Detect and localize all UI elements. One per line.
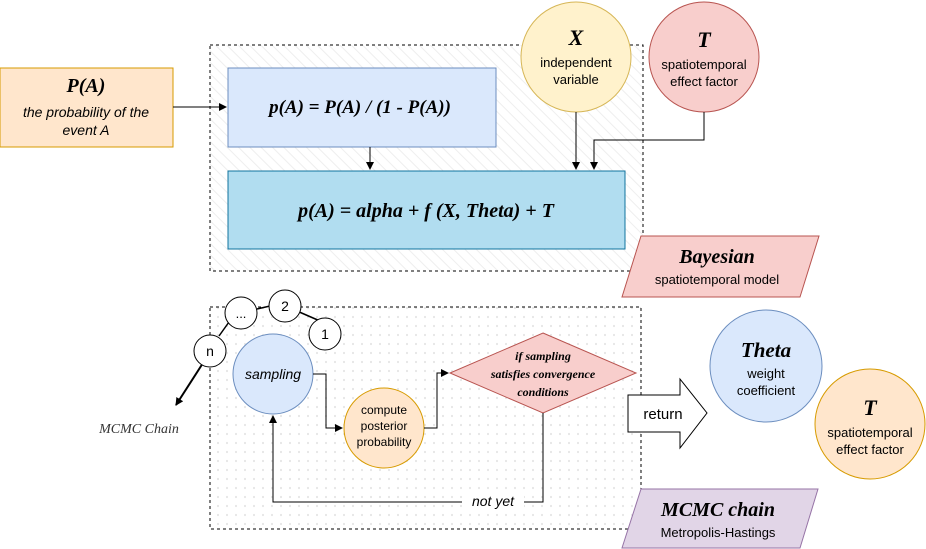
compute-line-3: probability (357, 435, 412, 449)
t-bottom-line-1: spatiotemporal (827, 425, 912, 440)
condition-line-3: conditions (517, 385, 569, 399)
bayesian-label: Bayesian spatiotemporal model (621, 235, 820, 298)
x-title: X (568, 25, 585, 50)
chain-node-dots: ... (224, 296, 258, 330)
mcmc-side-label: MCMC Chain (98, 422, 179, 437)
mcmc-title: MCMC chain (660, 499, 775, 521)
mcmc-subtitle: Metropolis-Hastings (661, 525, 776, 540)
theta-title: Theta (741, 338, 791, 362)
t-bottom-line-2: effect factor (836, 442, 904, 457)
arrow-not-yet-loop (269, 413, 544, 503)
t-bottom-title: T (863, 395, 878, 420)
compute-line-1: compute (361, 403, 407, 417)
compute-line-2: posterior (361, 419, 408, 433)
chain-2-label: 2 (281, 298, 289, 314)
t-circle-top: T spatiotemporal effect factor (648, 1, 760, 113)
bayesian-title: Bayesian (678, 246, 755, 268)
theta-line-1: weight (746, 366, 785, 381)
not-yet-label-bg (462, 492, 524, 510)
chain-n-label: n (206, 343, 214, 359)
probability-line-2: event A (63, 122, 110, 138)
chain-dots-label: ... (236, 306, 247, 321)
chain-node-n: n (193, 334, 227, 368)
not-yet-label: not yet (472, 493, 515, 509)
model-formula: p(A) = alpha + f (X, Theta) + T (296, 200, 555, 222)
t-top-line-2: effect factor (670, 74, 738, 89)
return-label: return (643, 406, 682, 423)
chain-link-1-2 (296, 310, 321, 322)
theta-line-2: coefficient (737, 383, 796, 398)
x-line-1: independent (540, 55, 612, 70)
chain-link-2-dots (256, 305, 271, 310)
t-circle-bottom: T spatiotemporal effect factor (814, 368, 926, 480)
bayesian-subtitle: spatiotemporal model (655, 272, 779, 287)
odds-formula: p(A) = P(A) / (1 - P(A)) (267, 97, 451, 118)
t-top-title: T (697, 27, 712, 52)
x-circle: X independent variable (520, 1, 632, 113)
model-box: p(A) = alpha + f (X, Theta) + T (227, 170, 626, 250)
t-top-line-1: spatiotemporal (661, 57, 746, 72)
sampling-label: sampling (245, 366, 301, 382)
chain-link-dots-n (218, 321, 230, 337)
condition-line-1: if sampling (515, 349, 571, 363)
chain-node-1: 1 (308, 317, 342, 351)
condition-line-2: satisfies convergence (490, 367, 596, 381)
chain-arrow (175, 362, 204, 406)
arrow-t-to-model (590, 112, 705, 170)
arrow-sampling-to-compute (313, 373, 343, 432)
compute-node: compute posterior probability (343, 387, 425, 469)
sampling-node: sampling (232, 333, 314, 415)
x-line-2: variable (553, 72, 599, 87)
arrow-compute-to-diamond (424, 369, 449, 429)
odds-box: p(A) = P(A) / (1 - P(A)) (227, 67, 497, 148)
return-arrow: return (627, 377, 708, 450)
condition-diamond: if sampling satisfies convergence condit… (448, 332, 638, 414)
probability-title: P(A) (66, 75, 106, 97)
chain-1-label: 1 (321, 326, 329, 342)
probability-box: P(A) the probability of the event A (0, 67, 174, 148)
mcmc-label: MCMC chain Metropolis-Hastings (621, 488, 819, 549)
theta-circle: Theta weight coefficient (709, 309, 823, 423)
chain-node-2: 2 (268, 289, 302, 323)
probability-line-1: the probability of the (23, 104, 149, 120)
